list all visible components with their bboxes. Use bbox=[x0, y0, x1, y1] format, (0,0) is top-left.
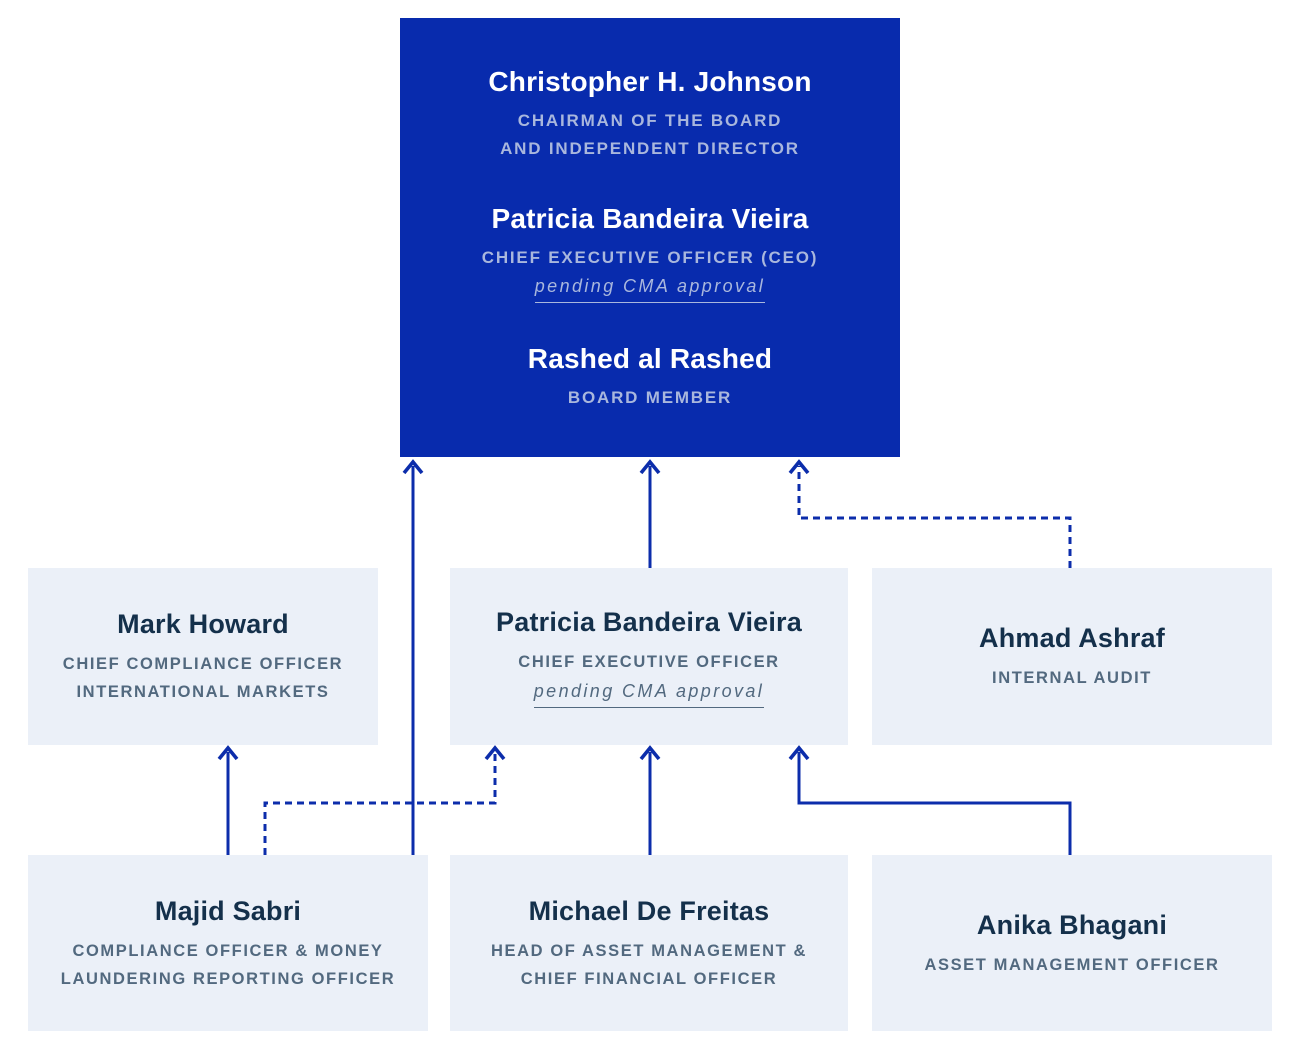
person-name: Patricia Bandeira Vieira bbox=[496, 607, 802, 637]
connector-patricia-to-board bbox=[639, 459, 661, 568]
person-title-line: INTERNATIONAL MARKETS bbox=[76, 683, 330, 701]
person: Patricia Bandeira Vieira CHIEF EXECUTIVE… bbox=[496, 605, 802, 708]
person: Ahmad Ashraf INTERNAL AUDIT bbox=[979, 621, 1165, 692]
person-name: Ahmad Ashraf bbox=[979, 623, 1165, 653]
connector-michael-to-patricia bbox=[639, 745, 661, 855]
person-title-line: CHIEF EXECUTIVE OFFICER (CEO) bbox=[481, 247, 819, 267]
card-patricia-vieira: Patricia Bandeira Vieira CHIEF EXECUTIVE… bbox=[450, 568, 848, 745]
connector-majid-to-board bbox=[402, 459, 424, 855]
board-member-chairman: Christopher H. Johnson CHAIRMAN OF THE B… bbox=[488, 64, 811, 163]
person-name: Mark Howard bbox=[117, 609, 289, 639]
person-title-line: CHIEF EXECUTIVE OFFICER bbox=[518, 653, 780, 671]
connector-majid-to-patricia-dashed bbox=[263, 745, 506, 855]
connector-majid-to-mark bbox=[217, 745, 239, 855]
person-name: Christopher H. Johnson bbox=[488, 65, 812, 97]
person-title-line: AND INDEPENDENT DIRECTOR bbox=[500, 138, 800, 158]
person-title-line: HEAD OF ASSET MANAGEMENT & bbox=[491, 941, 807, 960]
person: Majid Sabri COMPLIANCE OFFICER & MONEY L… bbox=[61, 894, 395, 993]
card-majid-sabri: Majid Sabri COMPLIANCE OFFICER & MONEY L… bbox=[28, 855, 428, 1031]
person-name: Majid Sabri bbox=[154, 895, 302, 926]
connector-ahmad-to-board-dashed bbox=[788, 459, 1072, 568]
card-anika-bhagani: Anika Bhagani ASSET MANAGEMENT OFFICER bbox=[872, 855, 1272, 1031]
person: Anika Bhagani ASSET MANAGEMENT OFFICER bbox=[924, 908, 1219, 979]
person-name: Anika Bhagani bbox=[976, 909, 1168, 940]
person-title-line: CHIEF FINANCIAL OFFICER bbox=[520, 969, 778, 988]
person-title-line: BOARD MEMBER bbox=[567, 387, 733, 407]
card-mark-howard: Mark Howard CHIEF COMPLIANCE OFFICER INT… bbox=[28, 568, 378, 745]
board-member-rashed: Rashed al Rashed BOARD MEMBER bbox=[528, 341, 772, 412]
person-title-line: COMPLIANCE OFFICER & MONEY bbox=[72, 941, 384, 960]
board-member-ceo: Patricia Bandeira Vieira CHIEF EXECUTIVE… bbox=[482, 201, 819, 303]
person-title-line: CHAIRMAN OF THE BOARD bbox=[517, 110, 783, 130]
person-title-line: INTERNAL AUDIT bbox=[992, 669, 1152, 687]
person-name: Rashed al Rashed bbox=[527, 342, 773, 374]
person-name: Patricia Bandeira Vieira bbox=[491, 202, 809, 234]
person: Mark Howard CHIEF COMPLIANCE OFFICER INT… bbox=[63, 607, 343, 706]
pending-approval-note: pending CMA approval bbox=[533, 676, 765, 708]
card-michael-de-freitas: Michael De Freitas HEAD OF ASSET MANAGEM… bbox=[450, 855, 848, 1031]
person-title-line: CHIEF COMPLIANCE OFFICER bbox=[62, 655, 344, 673]
person: Michael De Freitas HEAD OF ASSET MANAGEM… bbox=[491, 894, 807, 993]
board-box: Christopher H. Johnson CHAIRMAN OF THE B… bbox=[400, 18, 900, 457]
connector-anika-to-patricia bbox=[788, 745, 1072, 855]
person-name: Michael De Freitas bbox=[528, 895, 770, 926]
pending-approval-note: pending CMA approval bbox=[534, 272, 766, 303]
person-title-line: ASSET MANAGEMENT OFFICER bbox=[924, 955, 1220, 974]
card-ahmad-ashraf: Ahmad Ashraf INTERNAL AUDIT bbox=[872, 568, 1272, 745]
person-title-line: LAUNDERING REPORTING OFFICER bbox=[60, 969, 396, 988]
